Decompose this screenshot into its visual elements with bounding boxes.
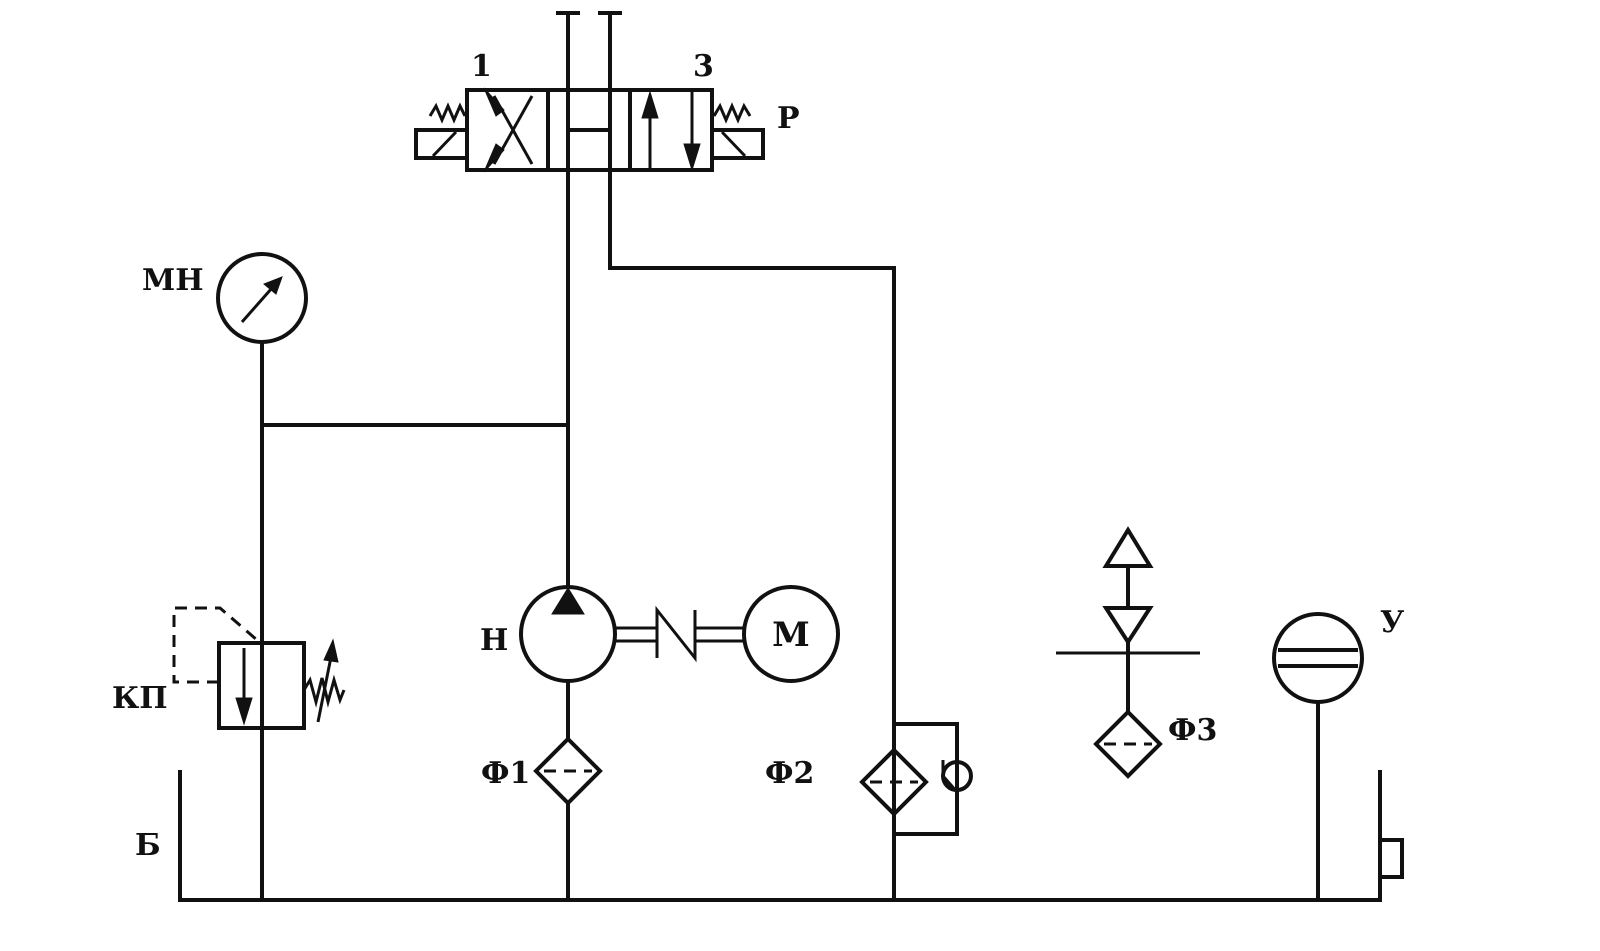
right-spring-icon xyxy=(712,102,752,124)
air-vent-icon xyxy=(1102,526,1154,568)
tank xyxy=(178,770,1404,902)
level-indicator-label: У xyxy=(1380,605,1405,640)
left-solenoid-icon xyxy=(414,128,469,160)
filter-2 xyxy=(859,722,973,836)
valve-position-3-label: 3 xyxy=(693,49,714,84)
arrow-down-icon xyxy=(235,697,253,726)
tank-label: Б xyxy=(135,828,161,863)
motor-label: М xyxy=(772,615,810,655)
motor: М xyxy=(742,585,840,683)
valve-label: Р xyxy=(777,101,800,136)
pump-direction-icon xyxy=(551,587,585,615)
filter-3 xyxy=(1056,526,1200,779)
arrow-down-icon xyxy=(683,143,701,172)
relief-valve-body xyxy=(217,641,306,730)
pilot-line xyxy=(172,606,258,684)
pump xyxy=(519,585,617,739)
filter-3-label: Ф3 xyxy=(1168,713,1217,748)
right-solenoid-icon xyxy=(710,128,765,160)
pressure-gauge-label: МН xyxy=(142,263,204,298)
left-spring-icon xyxy=(428,102,467,124)
filter-icon xyxy=(859,747,929,817)
motor-icon xyxy=(742,585,840,683)
valve-position-1 xyxy=(483,87,534,173)
relief-valve xyxy=(172,606,346,730)
tank-drain-port xyxy=(1380,838,1404,879)
filter-icon xyxy=(1093,709,1163,779)
return-line xyxy=(608,170,896,900)
level-indicator-icon xyxy=(1272,612,1364,704)
gauge-needle-icon xyxy=(263,276,283,295)
bypass-line xyxy=(894,722,959,836)
filter-2-label: Ф2 xyxy=(765,756,814,791)
pressure-line xyxy=(260,170,570,900)
arrow-up-icon xyxy=(641,90,659,119)
valve-position-3 xyxy=(641,90,701,172)
filter-1 xyxy=(533,736,603,900)
pressure-gauge xyxy=(216,252,308,344)
relief-valve-label: КП xyxy=(112,681,168,716)
pressure-gauge-icon xyxy=(216,252,308,344)
shaft-coupling-icon xyxy=(615,605,744,663)
adjust-arrow-icon xyxy=(316,651,334,723)
arrow-head-icon xyxy=(483,143,505,173)
directional-valve xyxy=(414,11,765,173)
arrow-head-icon xyxy=(483,87,505,117)
valve-position-1-label: 1 xyxy=(471,49,492,84)
valve-position-2 xyxy=(566,90,612,170)
filter-1-label: Ф1 xyxy=(481,756,530,791)
level-indicator xyxy=(1272,612,1364,900)
pump-label: Н xyxy=(480,623,508,658)
